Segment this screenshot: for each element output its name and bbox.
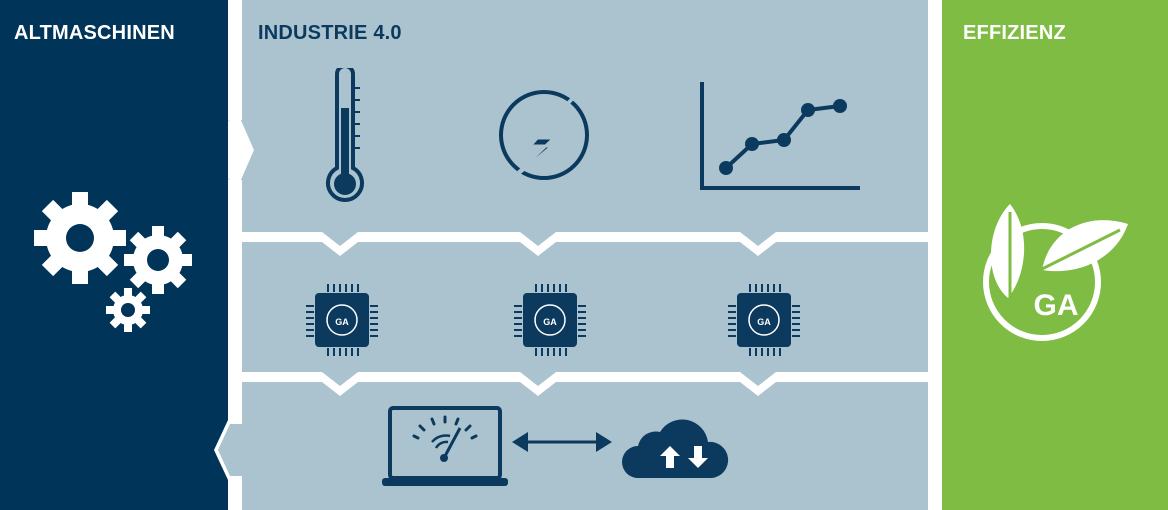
chip-icon: GA xyxy=(728,284,800,356)
gears-icon xyxy=(34,192,192,332)
effizienz-title: EFFIZIENZ xyxy=(963,22,1066,44)
industrie-title: INDUSTRIE 4.0 xyxy=(258,22,402,44)
double-arrow-icon xyxy=(512,432,612,452)
chip-label: GA xyxy=(757,317,771,327)
chip-icon: GA xyxy=(306,284,378,356)
chip-icon: GA xyxy=(514,284,586,356)
line-chart-icon xyxy=(700,82,860,190)
logo-label: GA xyxy=(1034,289,1079,322)
altmaschinen-title: ALTMASCHINEN xyxy=(14,22,175,44)
chip-label: GA xyxy=(543,317,557,327)
chip-label: GA xyxy=(335,317,349,327)
energy-icon xyxy=(499,82,589,188)
leaf-logo-icon: GA xyxy=(983,204,1128,341)
laptop-gauge-icon xyxy=(382,406,508,486)
thermometer-icon xyxy=(326,68,364,202)
cloud-upload-download-icon xyxy=(622,419,729,478)
